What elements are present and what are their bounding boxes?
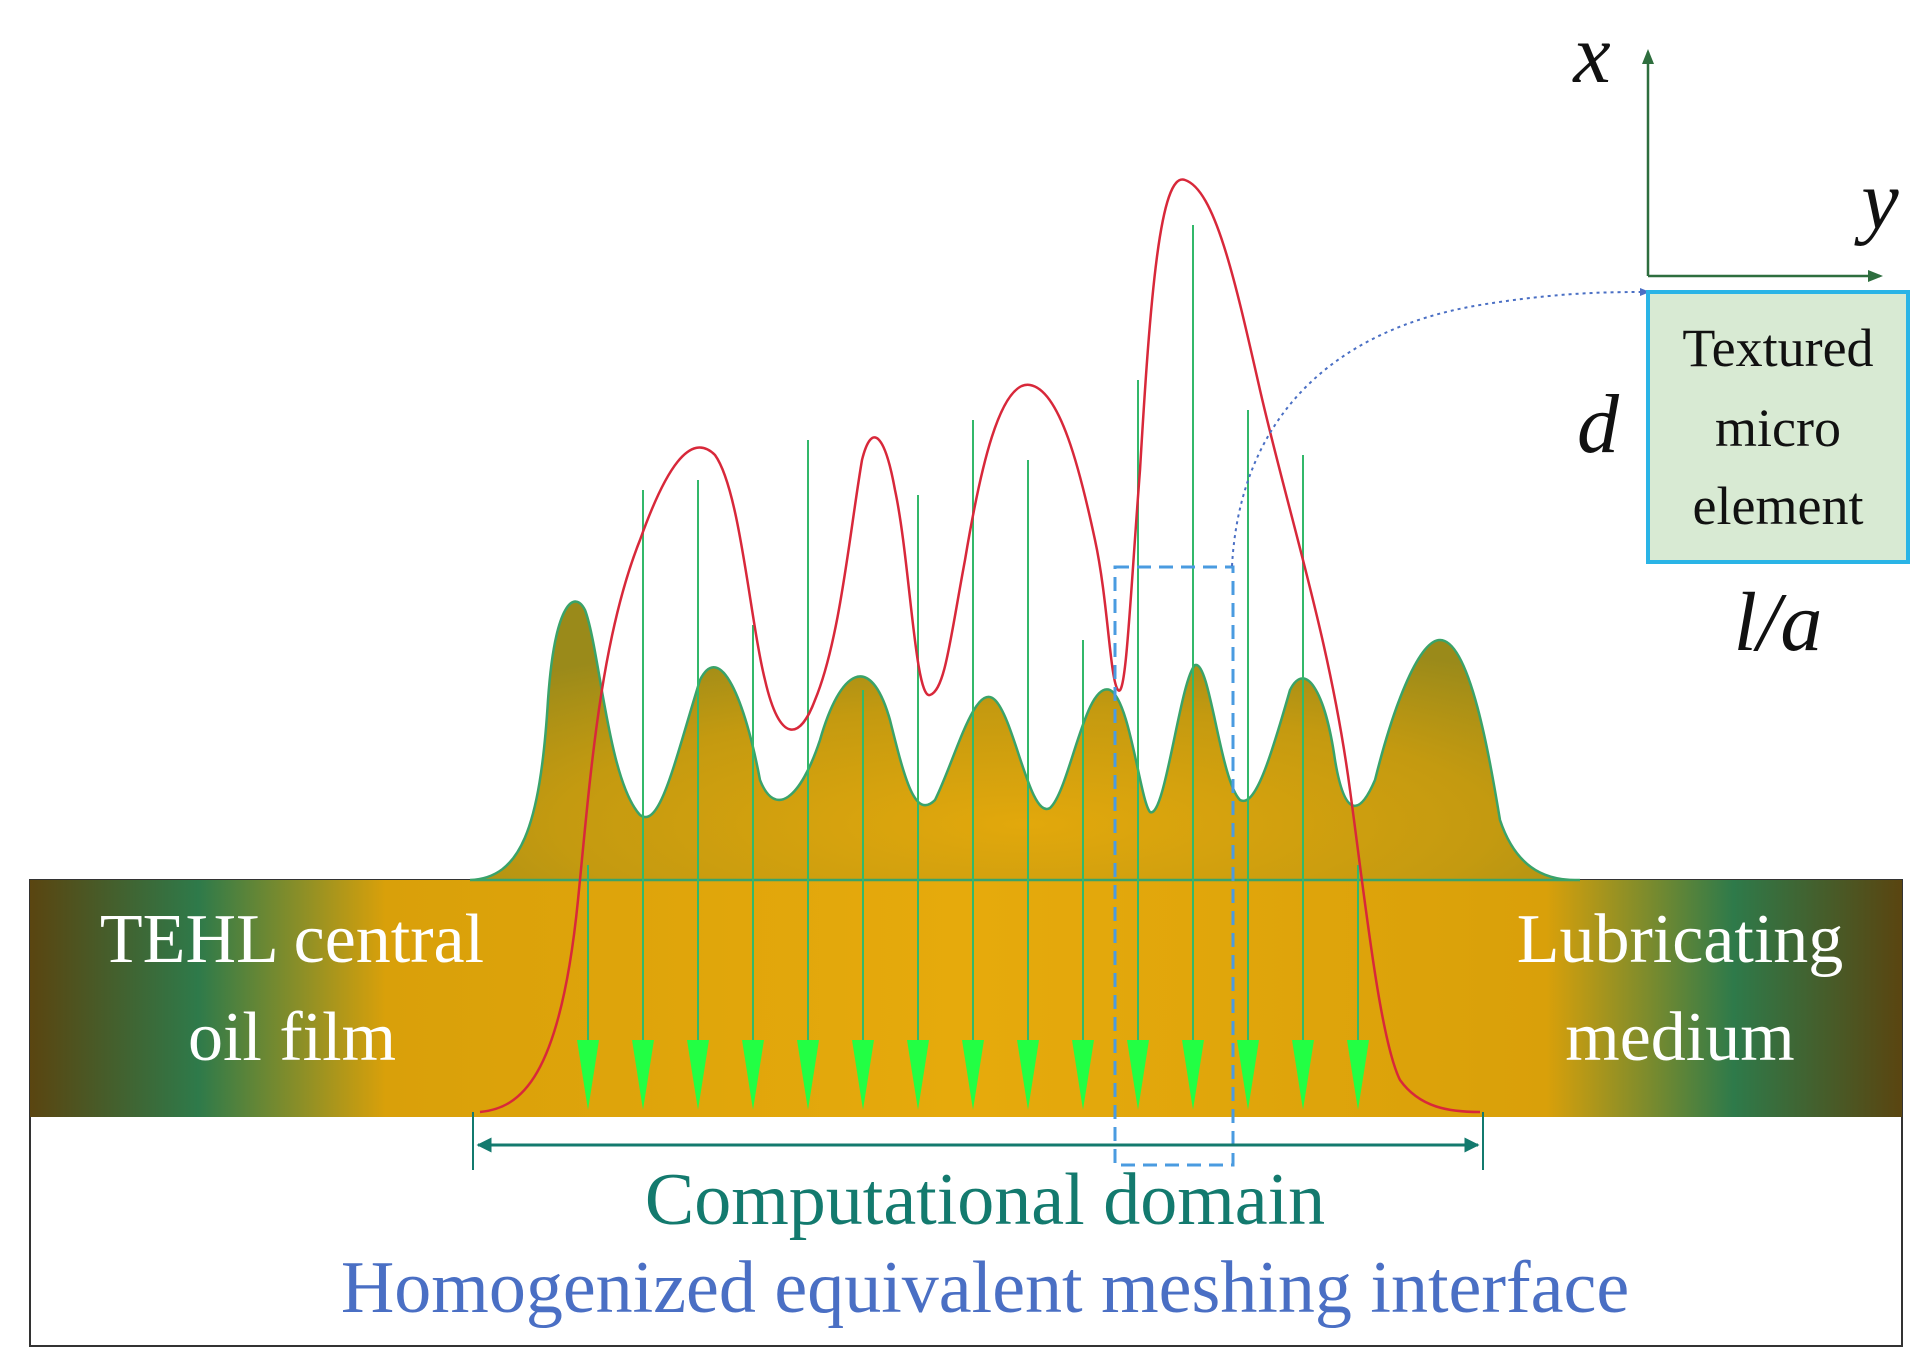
micro-element-box [1646, 290, 1910, 564]
load-arrows [577, 225, 1369, 1110]
arrow-down-icon [1182, 1040, 1204, 1110]
arrow-down-icon [1072, 1040, 1094, 1110]
element-label-line3: element [1693, 476, 1864, 536]
arrow-down-icon [1017, 1040, 1039, 1110]
right-film-label-line1: Lubricating [1517, 901, 1844, 978]
arrow-down-icon [907, 1040, 929, 1110]
axis-y-label: y [1853, 154, 1899, 247]
dim-width-label: l/a [1734, 576, 1823, 669]
arrow-down-icon [962, 1040, 984, 1110]
arrow-down-icon [797, 1040, 819, 1110]
micro-element-selection [1113, 565, 1235, 1167]
arrow-down-icon [577, 1040, 599, 1110]
element-label-line2: micro [1715, 398, 1841, 458]
left-film-label-line1: TEHL central [100, 901, 484, 978]
arrow-down-icon [1292, 1040, 1314, 1110]
left-film-label-line2: oil film [188, 999, 396, 1076]
surface-profile [469, 600, 1581, 882]
arrow-down-icon [632, 1040, 654, 1110]
arrow-down-icon [687, 1040, 709, 1110]
right-film-label-line2: medium [1565, 999, 1794, 1076]
axis-x-label: x [1571, 8, 1610, 101]
arrow-down-icon [742, 1040, 764, 1110]
pressure-curve [479, 178, 1481, 1114]
arrow-down-icon [1127, 1040, 1149, 1110]
computational-domain-label: Computational domain [645, 1159, 1325, 1241]
arrow-down-icon [1347, 1040, 1369, 1110]
oil-film-band [30, 880, 1902, 1117]
interface-label: Homogenized equivalent meshing interface [341, 1247, 1629, 1329]
arrow-down-icon [852, 1040, 874, 1110]
element-label-line1: Textured [1682, 318, 1873, 378]
dim-height-label: d [1577, 378, 1620, 471]
arrow-down-icon [1237, 1040, 1259, 1110]
connector-curve [1231, 288, 1650, 567]
